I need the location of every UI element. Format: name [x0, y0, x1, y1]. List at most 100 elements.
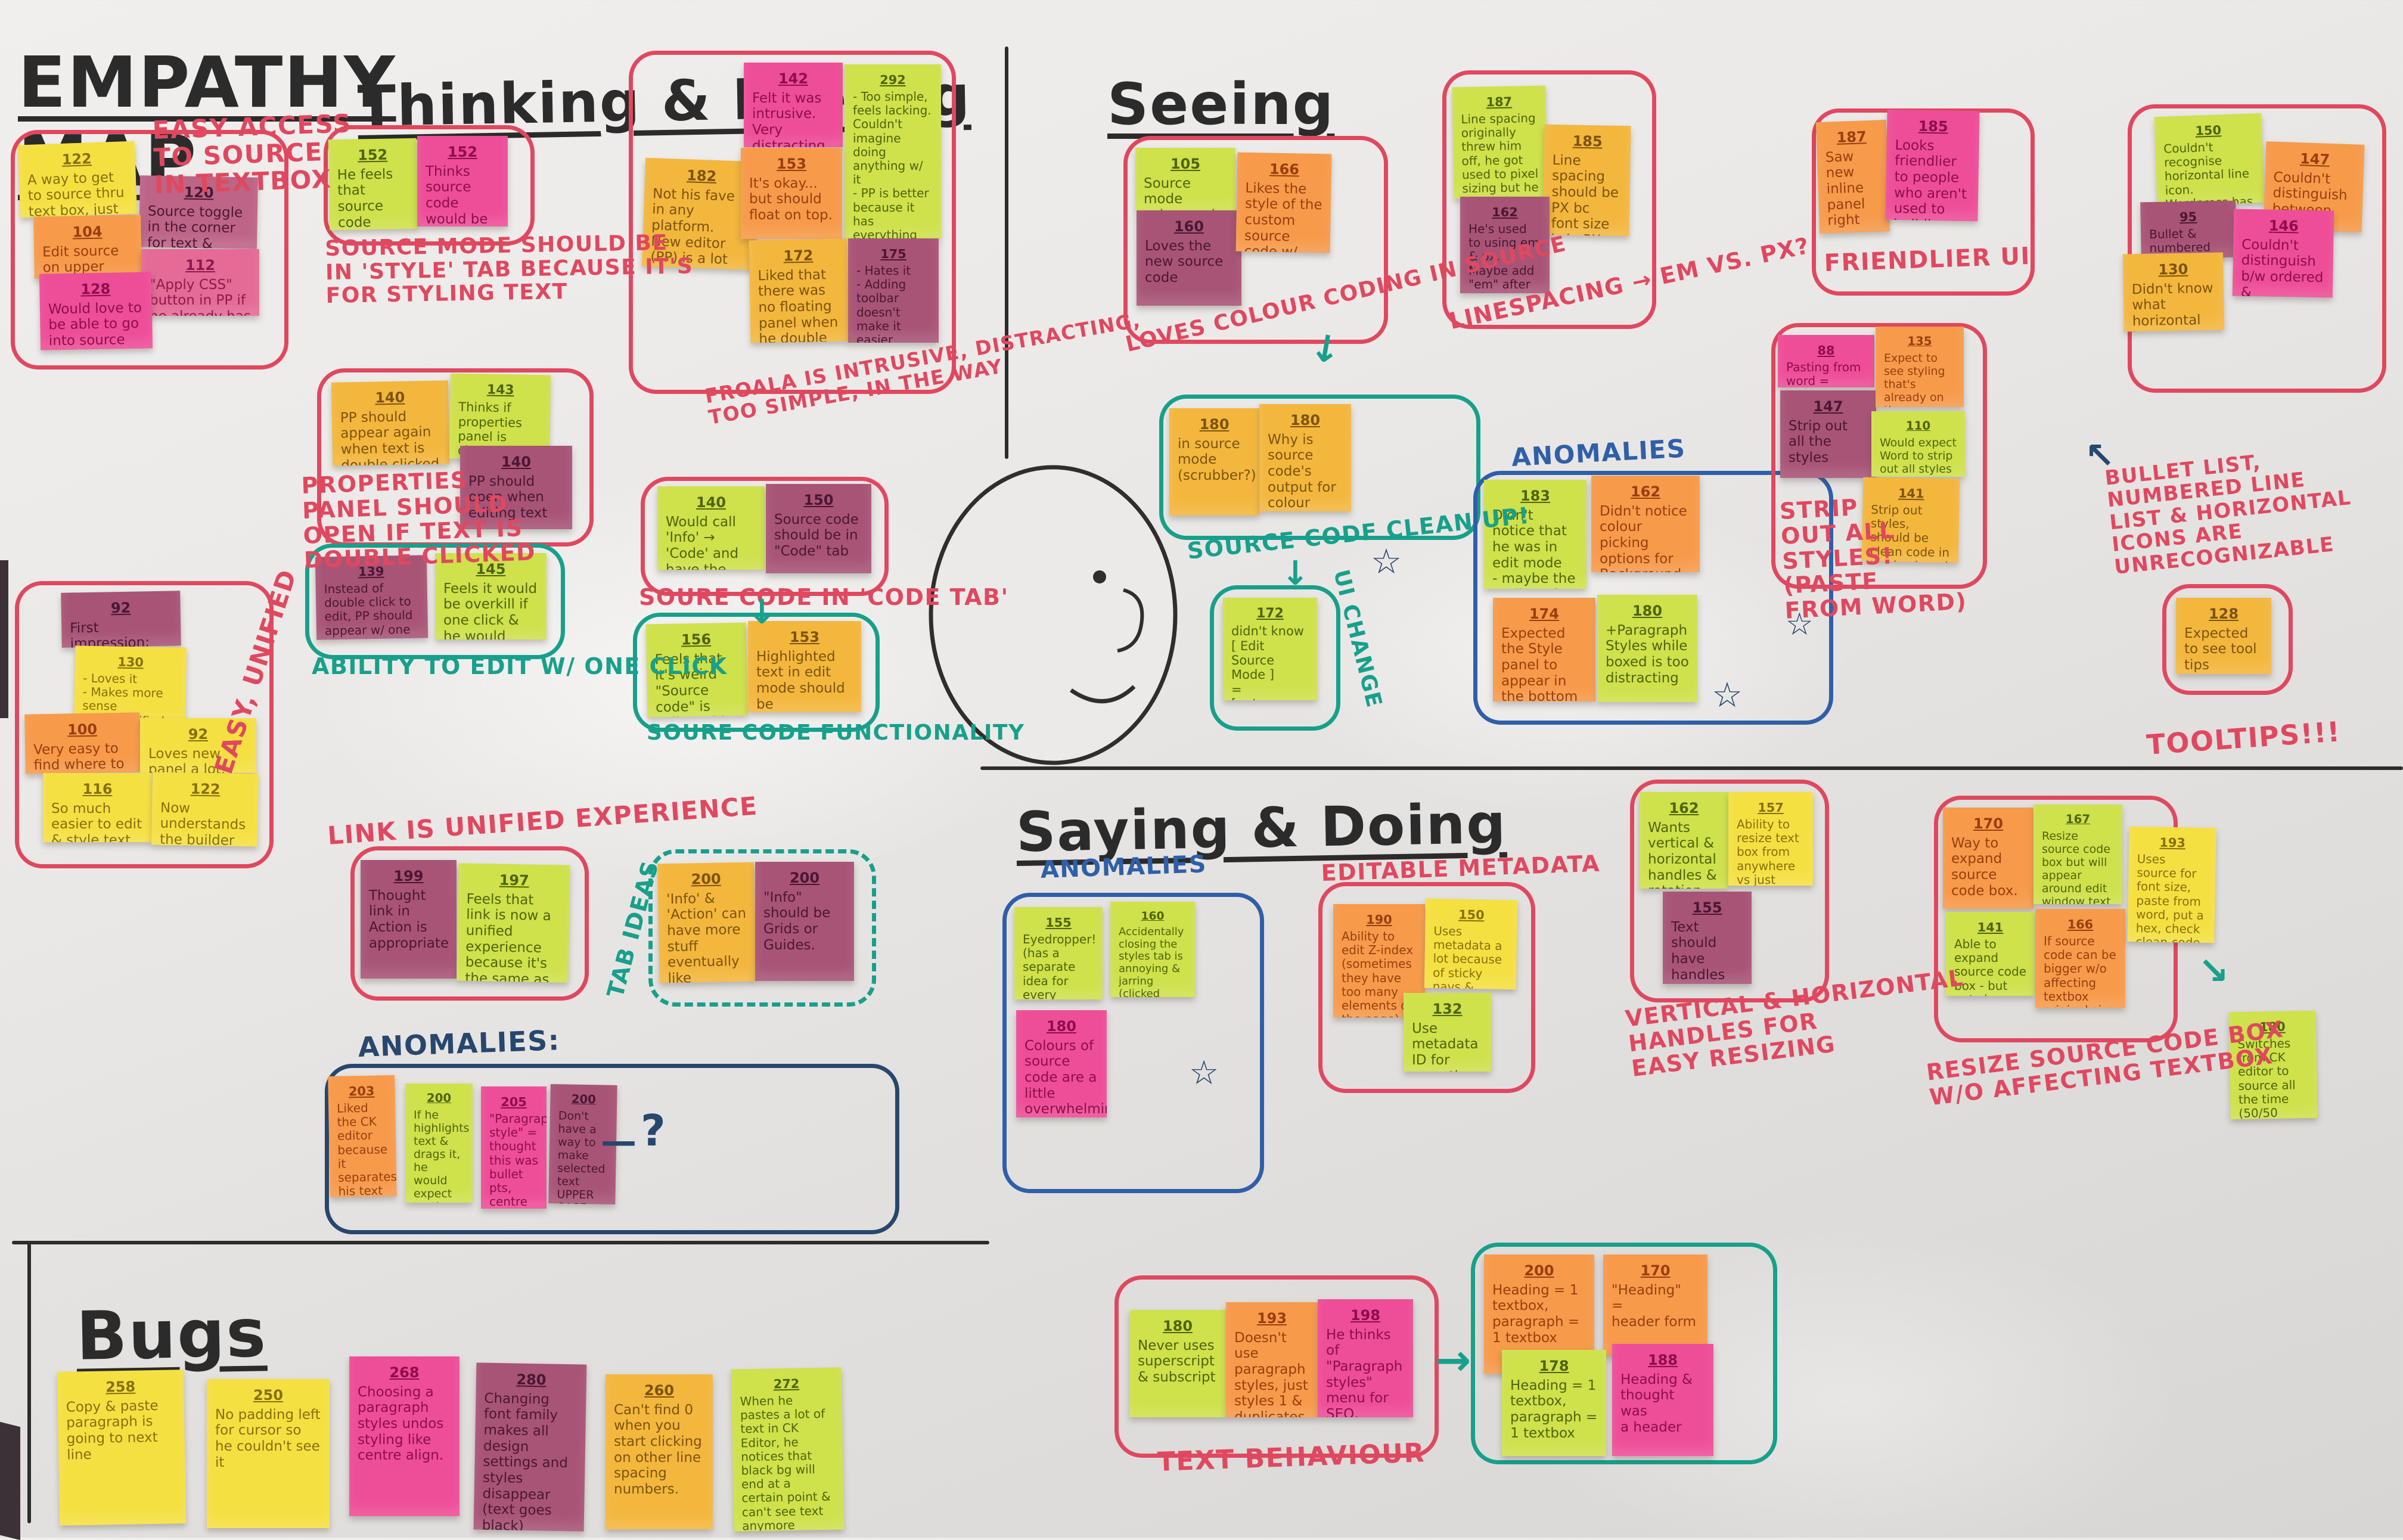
sticky-note-text: in source mode (scrubber?)	[1178, 436, 1256, 484]
sticky-note-text: Expected the Style panel to appear in th…	[1501, 625, 1578, 701]
sticky-note-title: 142	[778, 70, 808, 87]
sticky-note-title: 95	[2179, 209, 2197, 225]
sticky-note-title: 187	[1486, 94, 1513, 110]
sticky-note-title: 155	[1692, 899, 1722, 916]
marker-label: SOURE CODE IN 'CODE TAB'	[639, 584, 1009, 610]
sticky-note-text: Liked that there was no floating panel w…	[757, 266, 839, 343]
sticky-note-text: Would call 'Info' → 'Code' and have the …	[666, 514, 739, 570]
marker-doodle: ↓	[748, 593, 776, 632]
sticky-note-title: 128	[2209, 606, 2239, 622]
sticky-note-title: 130	[2158, 260, 2188, 278]
marker-doodle: ?	[641, 1106, 666, 1156]
sticky-note-text: Thinks source code would be in 'Style' t…	[426, 163, 488, 226]
sticky-note-title: 280	[516, 1371, 547, 1389]
sticky-note-text: 'Info' & 'Action' can have more stuff ev…	[666, 890, 747, 983]
sticky-note-title: 132	[1432, 1001, 1463, 1017]
sticky-note-title: 153	[777, 156, 806, 172]
sticky-note-title: 135	[1907, 334, 1932, 348]
sticky-note-text: Heading & thought was a header	[1620, 1371, 1693, 1435]
sticky-note-text: Uses metadata a lot because of sticky na…	[1432, 924, 1502, 990]
cluster-outline	[1442, 70, 1656, 329]
sticky-note-title: 105	[1171, 156, 1200, 172]
section-saying-doing: Saying & Doing	[1016, 791, 1507, 865]
sticky-note-text: It's okay... but should float on top.	[749, 175, 833, 223]
cluster-outline	[1318, 882, 1535, 1093]
sticky-note-title: 160	[1174, 218, 1204, 235]
marker-label: SOURCE MODE SHOULD BE IN 'STYLE' TAB BEC…	[324, 230, 694, 309]
sticky-note-text: Way to expand source code box.	[1951, 835, 2018, 899]
sticky-note-text: So much easier to edit & style text 8/10	[51, 800, 142, 842]
sticky-note-text: Thought link in Action is appropriate	[369, 887, 449, 951]
sticky-note-title: 150	[2195, 123, 2222, 138]
sticky-note-text: - Too simple, feels lacking. Couldn't im…	[853, 89, 932, 238]
sticky-note-text: Use metadata ID for smooth scroll a lot	[1412, 1020, 1479, 1072]
sticky-note-title: 88	[1817, 343, 1835, 358]
sticky-note-text: Pasting from word = unformatted	[1786, 360, 1861, 387]
marker-doodle: ☆	[1712, 675, 1743, 715]
sticky-note-title: 122	[61, 150, 92, 168]
sticky-note-title: 200	[571, 1092, 597, 1107]
marker-doodle: ☆	[1786, 607, 1814, 642]
sticky-note: 200'Info' & 'Action' can have more stuff…	[657, 862, 756, 983]
sticky-note-title: 197	[499, 871, 529, 889]
sticky-note-text: Strip out all the styles	[1789, 418, 1848, 466]
sticky-note-title: 182	[686, 167, 717, 185]
cluster-outline	[11, 130, 288, 370]
marker-doodle: ↖	[2085, 435, 2115, 477]
sticky-note-text: Liked the CK editor because it separates…	[336, 1100, 397, 1197]
sticky-note-title: 166	[1269, 160, 1300, 178]
marker-doodle: ↘	[2198, 949, 2229, 992]
marker-doodle: —	[601, 1120, 637, 1162]
sticky-note-title: 180	[1047, 1018, 1076, 1035]
divider-bugs-left	[27, 1243, 31, 1523]
sticky-note-title: 174	[1529, 606, 1559, 622]
sticky-note-title: 170	[1973, 815, 2003, 832]
sticky-note-text: Resize source code box but will appear a…	[2042, 829, 2111, 904]
board-edge-shadow	[0, 560, 8, 718]
sticky-note: 180+Paragraph Styles while boxed is too …	[1597, 595, 1697, 702]
sticky-note-text: No padding left for cursor so he couldn'…	[215, 1407, 321, 1470]
cluster-outline	[1630, 780, 1829, 1002]
marker-label: BULLET LIST, NUMBERED LINE LIST & HORIZO…	[2103, 450, 2353, 579]
sticky-note-text: Didn't notice colour picking options for…	[1600, 503, 1687, 572]
sticky-note-text: Feels it would be overkill if one click …	[443, 580, 538, 639]
sticky-note: 112"Apply CSS" button in PP if he alread…	[141, 249, 259, 316]
sticky-note-text: - Hates it - Adding toolbar doesn't make…	[856, 263, 911, 343]
marker-label: ABILITY TO EDIT W/ ONE CLICK	[312, 653, 728, 679]
sticky-note-text: Line spacing originally threw him off, h…	[1461, 111, 1539, 198]
sticky-note-title: 200	[426, 1091, 452, 1105]
marker-doodle: →	[1435, 1335, 1471, 1385]
